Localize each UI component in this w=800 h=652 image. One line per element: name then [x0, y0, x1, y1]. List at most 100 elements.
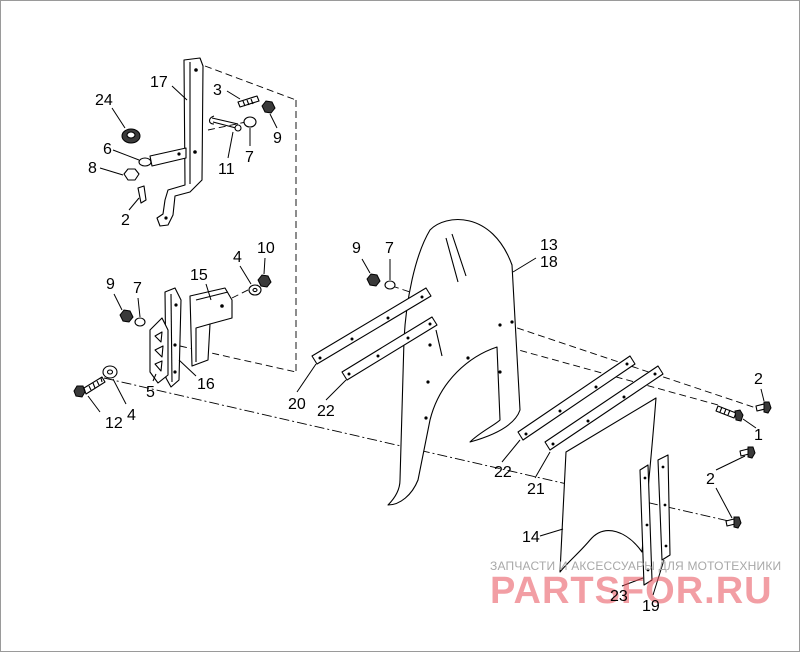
strap-20-hole [318, 356, 322, 360]
callout-9: 9 [106, 276, 115, 293]
leader-2 [715, 487, 733, 519]
windshield-hole [466, 356, 470, 360]
strap-21-hole [551, 442, 555, 446]
nut-9-windshield [366, 273, 381, 287]
strip-19 [657, 454, 671, 561]
callout-19: 19 [642, 598, 660, 615]
windshield-hole [510, 320, 514, 324]
screw-2-head [747, 446, 756, 459]
leader-21 [534, 451, 551, 479]
strip-19-hole [664, 544, 668, 548]
callout-4: 4 [127, 407, 136, 424]
bracket-16-hole [173, 370, 177, 374]
leader-6 [112, 149, 140, 161]
callout-9: 9 [273, 130, 282, 147]
callout-17: 17 [150, 74, 168, 91]
strap-21-hole [586, 419, 590, 423]
leader-15 [205, 283, 212, 301]
callout-8: 8 [88, 160, 97, 177]
callout-15: 15 [190, 267, 208, 284]
strap-20-hole [350, 337, 354, 341]
bracket-17 [149, 57, 204, 227]
screw-2-right-middle [739, 446, 756, 459]
callout-2: 2 [754, 371, 763, 388]
panel-14 [559, 397, 657, 573]
screw-2-right-bottom [725, 516, 742, 529]
leader-17 [171, 85, 188, 101]
leader-1 [742, 418, 757, 429]
washer-4-inner [252, 287, 258, 293]
leader-20 [296, 363, 317, 393]
callout-11: 11 [218, 161, 235, 178]
bracket-16-hole [174, 303, 178, 307]
strap-22-right [517, 355, 636, 441]
windshield-13-18 [387, 219, 521, 506]
callout-12: 12 [105, 415, 123, 432]
callout-14: 14 [522, 529, 540, 546]
windshield-glare [445, 233, 467, 283]
leader-22 [325, 379, 347, 401]
windshield-hole [498, 323, 502, 327]
bracket-16-hole [173, 343, 177, 347]
callout-9: 9 [352, 240, 361, 257]
callout-24: 24 [95, 92, 113, 109]
washer-4-upper [248, 284, 262, 296]
washer-7-windshield [384, 280, 396, 290]
bracket-15 [189, 287, 233, 367]
leader-23 [621, 577, 644, 587]
callout-16: 16 [197, 376, 215, 393]
strap-22-hole [524, 432, 528, 436]
watermark: ЗАПЧАСТИ И АКСЕССУАРЫ ДЛЯ МОТОТЕХНИКИ PA… [490, 559, 781, 612]
clip-11-eye [234, 124, 242, 132]
screw-2-head [763, 401, 772, 414]
strap-22-hole [558, 409, 562, 413]
washer-7-upper [243, 116, 257, 128]
stud-3-thread [242, 98, 254, 107]
windshield-hole [428, 343, 432, 347]
callout-13: 13 [540, 237, 558, 254]
callout-5: 5 [146, 384, 155, 401]
callout-2: 2 [706, 471, 715, 488]
leader-2 [760, 388, 765, 402]
bracket-17-tab [149, 147, 187, 167]
grommet-24 [121, 128, 141, 144]
leader-9 [269, 113, 278, 129]
leader-5 [152, 373, 157, 382]
leader-16 [178, 359, 197, 377]
strap-22-body [517, 355, 636, 441]
windshield-hole [426, 380, 430, 384]
stud-3 [237, 95, 260, 108]
callout-2: 2 [121, 212, 130, 229]
bracket-17-hole [193, 150, 197, 154]
strip-23-hole [646, 568, 650, 572]
callout-3: 3 [213, 82, 222, 99]
bolt-1 [715, 405, 744, 422]
leader-2 [715, 455, 746, 471]
nut-8 [123, 168, 140, 181]
strap-21-hole [622, 395, 626, 399]
leader-22 [501, 439, 521, 463]
strap-20 [311, 287, 432, 365]
bracket-15-fold [195, 291, 229, 362]
grommet-24-inner [126, 131, 136, 139]
leader-11 [227, 131, 234, 159]
leader-lines [87, 85, 765, 596]
callout-1: 1 [754, 427, 763, 444]
bracket-16-body [164, 287, 182, 388]
leader-9 [113, 293, 123, 311]
callout-18: 18 [540, 254, 558, 271]
bolt-12 [73, 376, 106, 398]
bracket-17-hole [194, 68, 198, 72]
windshield-outline [387, 219, 521, 506]
nut-10 [257, 274, 272, 288]
plate-5-body [149, 317, 169, 384]
leader-4 [112, 378, 127, 405]
washer-4-lower [102, 365, 118, 379]
leader-3 [226, 90, 241, 100]
clip-11-wire [208, 115, 239, 129]
strip-19-hole [661, 465, 665, 469]
strip-23-hole [643, 476, 647, 480]
leader-14 [539, 528, 564, 537]
